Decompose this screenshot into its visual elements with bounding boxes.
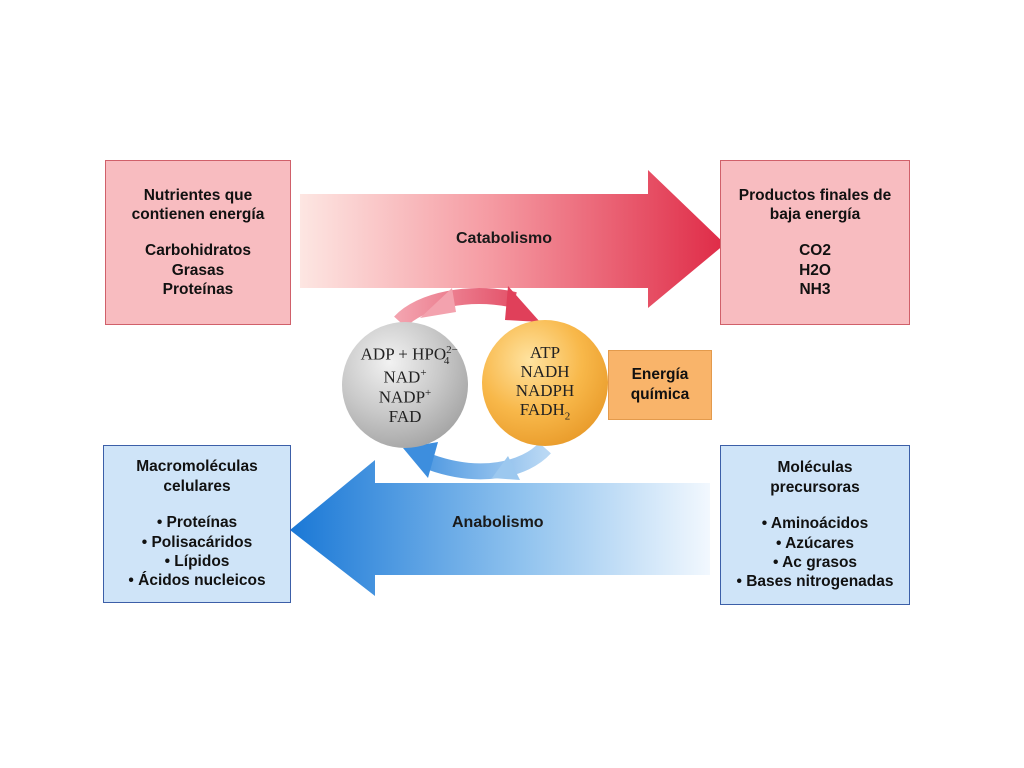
precursors-title-line-1: Moléculas: [777, 459, 853, 477]
macromolecules-box: Macromoléculas celulares • Proteínas • P…: [103, 445, 291, 603]
nutrients-box: Nutrientes que contienen energía Carbohi…: [105, 160, 291, 325]
macromolecule-item: • Ácidos nucleicos: [128, 572, 266, 590]
loop-arrow-bottom-mid: [492, 456, 520, 480]
loop-arrow-bottom-head: [403, 442, 438, 478]
macromolecule-item: • Polisacáridos: [141, 533, 253, 551]
precursor-item: • Azúcares: [775, 534, 855, 552]
end-product-item: CO2: [799, 242, 831, 260]
chemical-energy-line-1: Energía: [631, 365, 689, 383]
nad-superscript: +: [420, 367, 427, 380]
macromolecules-title-line-1: Macromoléculas: [136, 458, 258, 476]
high-energy-carriers-circle: ATP NADH NADPH FADH2: [482, 320, 608, 446]
fad-text: FAD: [388, 406, 422, 426]
hpo-superscript: 2−: [446, 344, 458, 357]
nadp-text: NADP: [378, 387, 426, 407]
nad-text: NAD: [383, 368, 421, 388]
nadp-line: NADP+: [379, 387, 432, 407]
nutrients-title-line-2: contienen energía: [131, 205, 265, 223]
chemical-energy-box: Energía química: [608, 350, 712, 420]
precursors-title-line-2: precursoras: [770, 478, 860, 496]
loop-arrow-top-tail: [420, 288, 456, 318]
nadph-text: NADPH: [515, 381, 575, 401]
nad-line: NAD+: [383, 367, 426, 387]
nutrients-title-line-1: Nutrientes que: [143, 186, 253, 204]
loop-arrow-top: [394, 288, 517, 328]
end-products-title-line-2: baja energía: [769, 205, 861, 223]
adp-line: ADP + HPO2−4: [360, 344, 458, 368]
nutrient-item: Carbohidratos: [145, 242, 251, 260]
nadp-superscript: +: [425, 387, 432, 400]
chemical-energy-line-2: química: [630, 386, 690, 403]
macromolecules-title-line-2: celulares: [163, 477, 231, 495]
nadh-text: NADH: [520, 362, 570, 382]
loop-arrow-bottom: [427, 442, 551, 480]
loop-arrow-top-head: [505, 286, 540, 322]
fadh-subscript: 2: [564, 410, 571, 423]
catabolism-arrow: [300, 170, 725, 308]
precursors-box: Moléculas precursoras • Aminoácidos • Az…: [720, 445, 910, 605]
hpo-subscript: 4: [443, 355, 450, 368]
catabolism-label: Catabolismo: [456, 230, 553, 247]
anabolism-arrow: [290, 460, 710, 596]
fadh-text: FADH: [519, 400, 565, 420]
precursor-item: • Ac grasos: [772, 553, 858, 571]
low-energy-carriers-circle: ADP + HPO2−4 NAD+ NADP+ FAD: [342, 322, 468, 448]
nutrient-item: Proteínas: [162, 281, 234, 299]
end-products-title-line-1: Productos finales de: [738, 186, 892, 204]
atp-text: ATP: [529, 343, 561, 363]
adp-text: ADP + HPO: [360, 344, 447, 364]
macromolecule-item: • Proteínas: [156, 514, 238, 532]
fadh-line: FADH2: [520, 400, 571, 423]
precursor-item: • Bases nitrogenadas: [736, 573, 894, 591]
end-product-item: NH3: [799, 281, 831, 299]
end-product-item: H2O: [799, 261, 831, 279]
precursor-item: • Aminoácidos: [761, 515, 869, 533]
nutrient-item: Grasas: [171, 261, 225, 279]
anabolism-label: Anabolismo: [452, 514, 544, 531]
end-products-box: Productos finales de baja energía CO2 H2…: [720, 160, 910, 325]
macromolecule-item: • Lípidos: [164, 552, 230, 570]
